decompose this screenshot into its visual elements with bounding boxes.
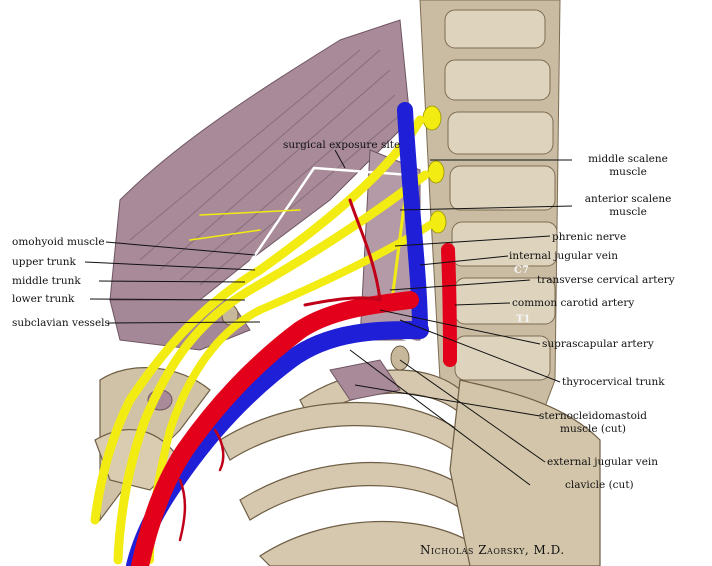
label-suprascapular-artery: suprascapular artery <box>542 338 654 350</box>
label-middle-scalene: middle scalene muscle <box>573 153 683 179</box>
vertebral-column <box>419 0 561 431</box>
label-scm-line2: muscle (cut) <box>560 423 626 435</box>
label-omohyoid-muscle: omohyoid muscle <box>12 236 105 248</box>
label-c7: C7 <box>514 265 529 276</box>
label-anterior-scalene-line2: muscle <box>609 206 647 218</box>
label-internal-jugular-vein: internal jugular vein <box>509 250 619 262</box>
label-transverse-cervical-artery: transverse cervical artery <box>537 274 675 286</box>
label-sternocleidomastoid: sternocleidomastoid muscle (cut) <box>528 410 658 436</box>
trapezius-striations <box>129 49 401 286</box>
label-scm-line1: sternocleidomastoid <box>538 410 647 422</box>
label-thyrocervical-trunk: thyrocervical trunk <box>562 376 665 388</box>
label-middle-scalene-line1: middle scalene <box>588 153 668 165</box>
external-jugular-stump <box>390 345 410 371</box>
label-surgical-exposure-site: surgical exposure site <box>283 139 401 151</box>
label-phrenic-nerve: phrenic nerve <box>552 231 627 243</box>
label-lower-trunk: lower trunk <box>12 293 75 305</box>
leader-lines <box>84 149 573 486</box>
label-t1: T1 <box>516 314 531 325</box>
label-middle-trunk: middle trunk <box>12 275 81 287</box>
label-anterior-scalene: anterior scalene muscle <box>573 193 683 219</box>
label-external-jugular-vein: external jugular vein <box>547 456 659 468</box>
label-upper-trunk: upper trunk <box>12 256 76 268</box>
label-common-carotid-artery: common carotid artery <box>512 297 635 309</box>
surgical-exposure-window <box>227 166 430 347</box>
manubrium <box>449 379 601 566</box>
author-credit: Nicholas Zaorsky, M.D. <box>420 543 565 557</box>
trapezius-muscle <box>109 19 411 321</box>
label-clavicle: clavicle (cut) <box>565 479 634 491</box>
arteries <box>131 198 457 566</box>
label-subclavian-vessels: subclavian vessels <box>12 317 110 329</box>
label-anterior-scalene-line1: anterior scalene <box>584 193 672 205</box>
label-middle-scalene-line2: muscle <box>609 166 647 178</box>
